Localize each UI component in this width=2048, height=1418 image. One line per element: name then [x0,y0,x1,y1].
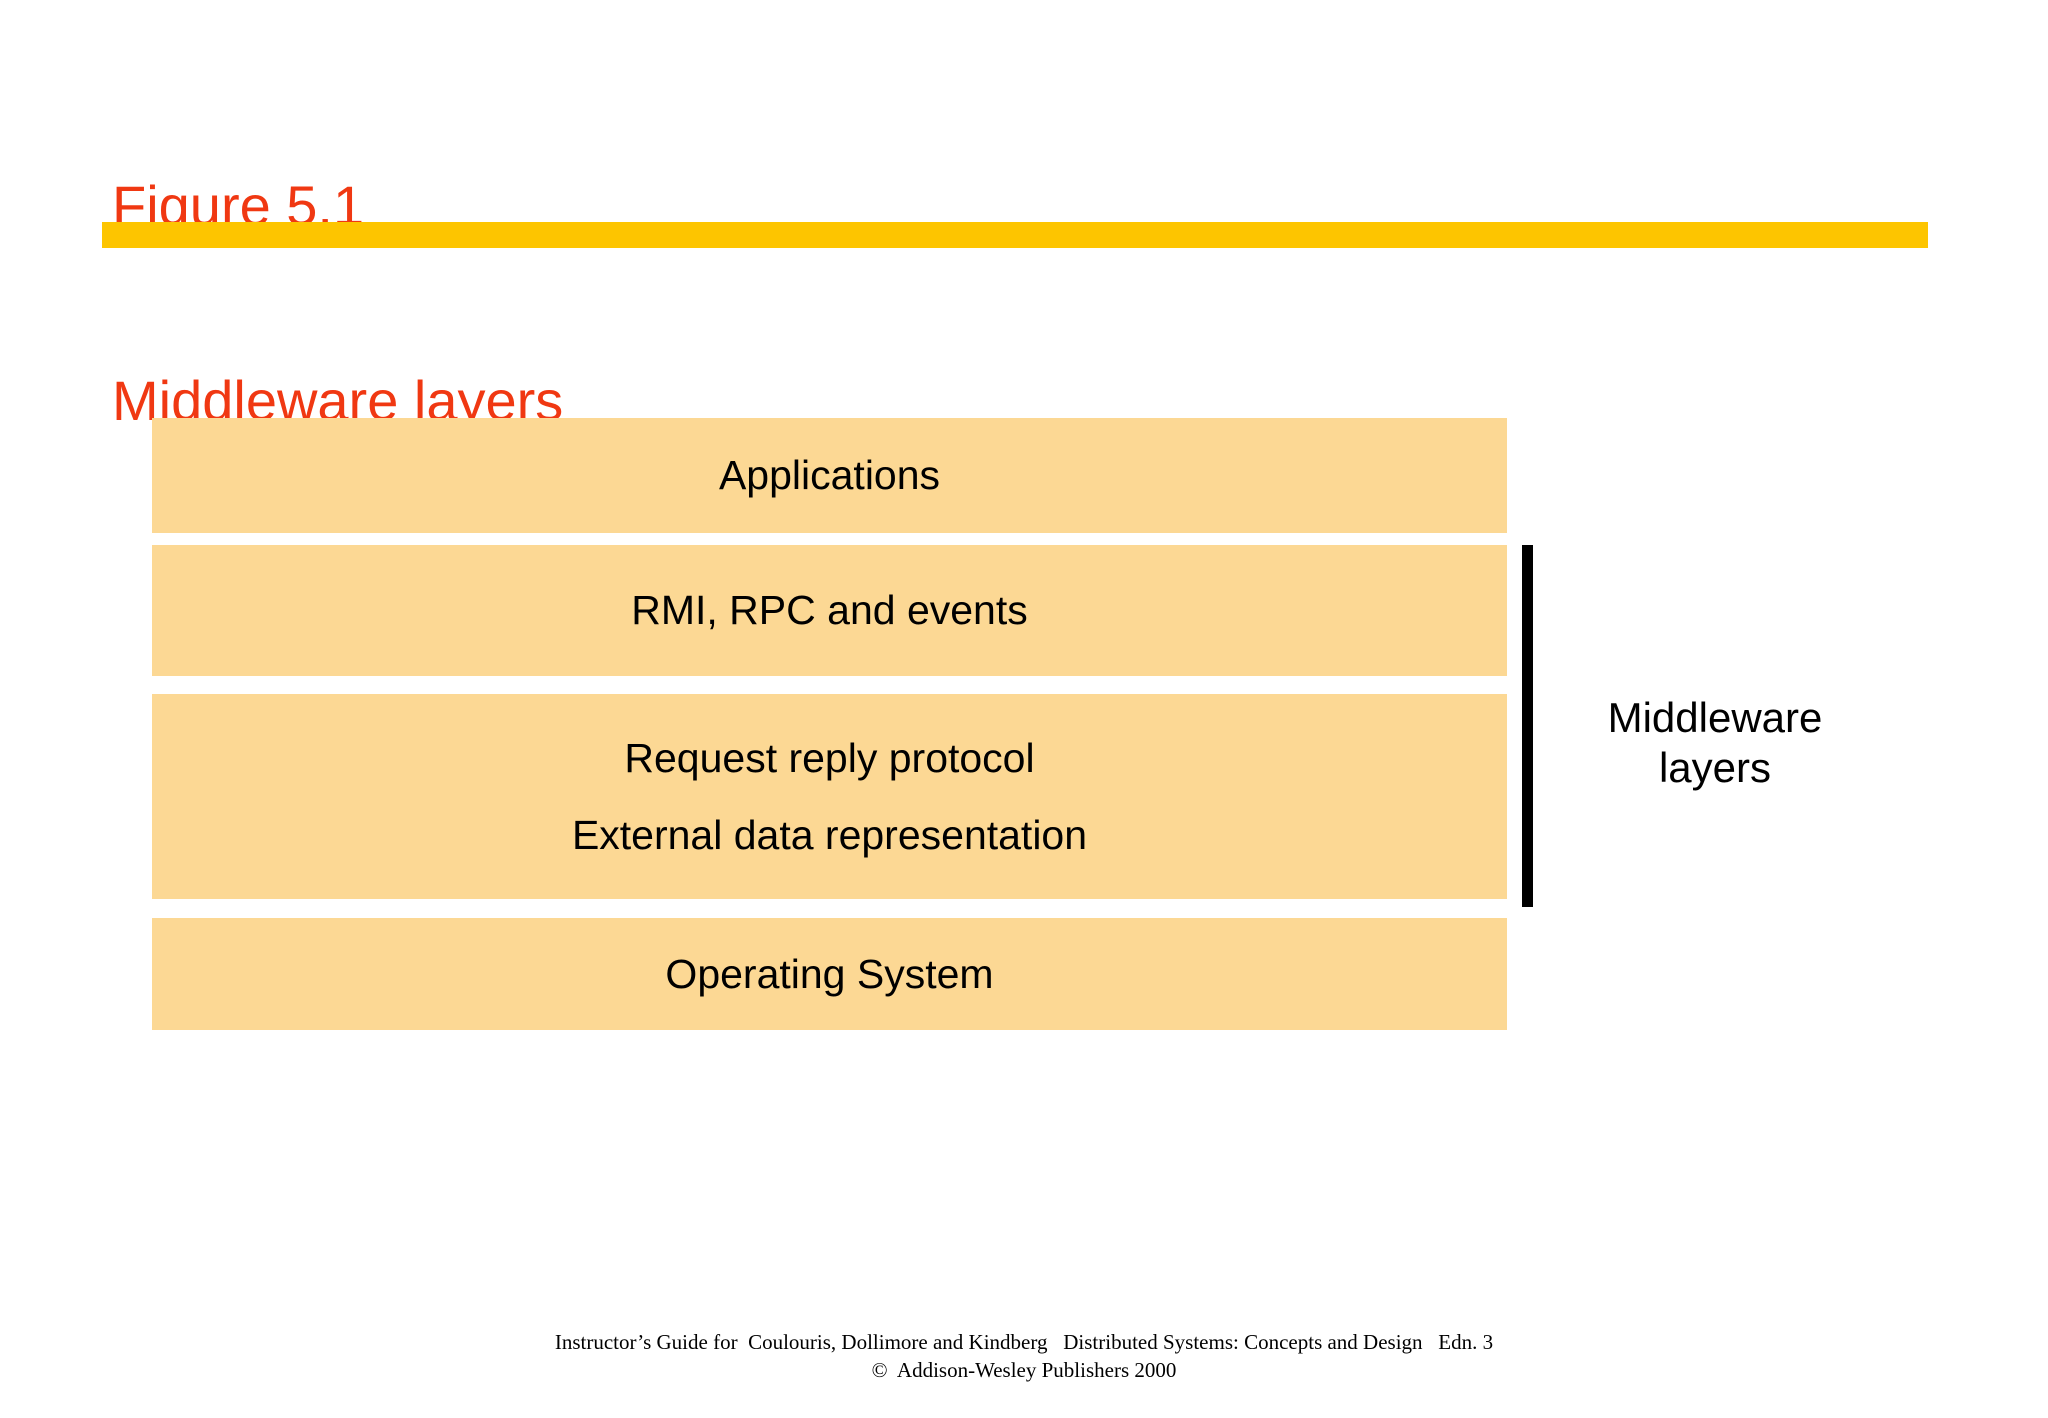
layer-box-operating-system: Operating System [152,918,1507,1030]
layer-box-applications: Applications [152,418,1507,533]
layer-box-rmi-rpc-events: RMI, RPC and events [152,545,1507,676]
layer-label-external-data-representation: External data representation [571,811,1088,858]
middleware-bracket-caption: Middleware layers [1560,693,1870,794]
layer-label-rmi-rpc-events: RMI, RPC and events [631,587,1028,633]
middleware-bracket-icon [1522,545,1533,907]
middleware-caption-line2: layers [1658,744,1772,792]
layer-label-applications: Applications [718,452,941,498]
layer-box-request-reply-xdr: Request reply protocol External data rep… [152,694,1507,899]
layer-label-request-reply-protocol: Request reply protocol [624,734,1035,781]
middleware-caption-line1: Middleware [1607,694,1823,741]
footer-copyright: © Addison-Wesley Publishers 2000 [871,1358,1177,1383]
footer-attribution: Instructor’s Guide for Coulouris, Dollim… [554,1330,1494,1354]
layer-label-operating-system: Operating System [665,950,994,997]
title-divider-rule [102,222,1928,248]
slide-footer: Instructor’s Guide for Coulouris, Dollim… [0,1328,2048,1385]
